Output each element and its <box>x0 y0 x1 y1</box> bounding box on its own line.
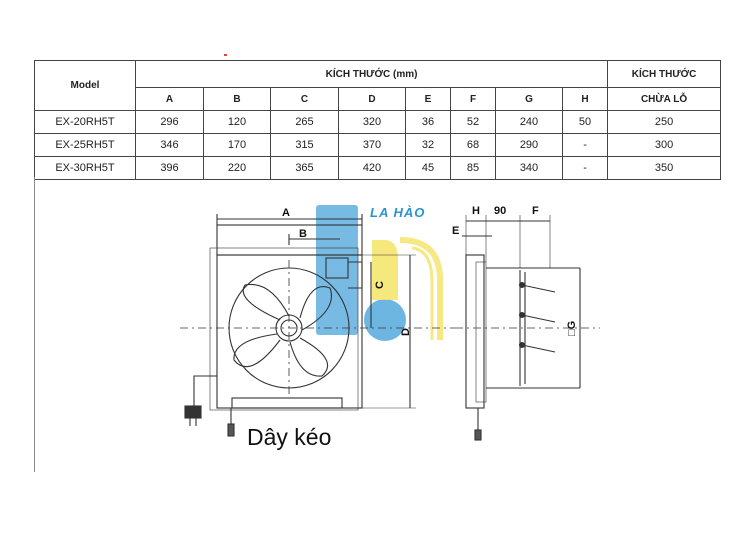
louver-pivot <box>518 281 526 289</box>
label-g: □G <box>566 321 578 336</box>
hole-header-line1: KÍCH THƯỚC <box>607 60 722 88</box>
value-cell: 315 <box>270 133 339 157</box>
switch-box <box>325 257 349 279</box>
label-c: C <box>374 281 386 289</box>
column-header-b: B <box>203 87 271 111</box>
value-cell: - <box>561 156 609 180</box>
label-e: E <box>452 225 459 237</box>
fan-blade <box>299 286 332 331</box>
la-hao-logo <box>316 205 443 341</box>
bottom-bar <box>231 397 343 409</box>
table-row: EX-20RH5T 296 120 265 320 36 52 240 50 2… <box>34 110 722 134</box>
value-cell: 120 <box>203 110 271 134</box>
value-cell: 45 <box>405 156 451 180</box>
drawing-caption: Dây kéo <box>247 424 332 450</box>
value-cell: 85 <box>450 156 496 180</box>
dimensions-table: Model KÍCH THƯỚC (mm) KÍCH THƯỚC A B C D… <box>34 60 722 180</box>
value-cell: 396 <box>135 156 204 180</box>
value-cell: 340 <box>495 156 563 180</box>
value-cell: 320 <box>338 110 406 134</box>
column-header-a: A <box>135 87 204 111</box>
page-border-line <box>34 177 35 472</box>
louver <box>521 344 556 353</box>
fan-blade <box>233 333 281 368</box>
plug <box>184 405 202 419</box>
switch-bracket <box>348 261 363 289</box>
column-header-f: F <box>450 87 496 111</box>
hole-cell: 250 <box>607 110 722 134</box>
value-cell: 36 <box>405 110 451 134</box>
value-cell: 265 <box>270 110 339 134</box>
louver <box>521 284 556 293</box>
dimensions-table-container: Model KÍCH THƯỚC (mm) KÍCH THƯỚC A B C D… <box>34 60 722 180</box>
label-a: A <box>282 207 290 219</box>
side-panel <box>475 261 487 403</box>
value-cell: 365 <box>270 156 339 180</box>
louver-pivot <box>518 341 526 349</box>
value-cell: 52 <box>450 110 496 134</box>
side-pull-knob <box>474 429 482 441</box>
louver <box>521 314 556 323</box>
side-frame <box>465 254 485 409</box>
value-cell: 290 <box>495 133 563 157</box>
column-header-g: G <box>495 87 563 111</box>
label-h: H <box>472 205 480 217</box>
model-cell: EX-20RH5T <box>34 110 136 134</box>
hole-cell: 300 <box>607 133 722 157</box>
red-mark <box>224 54 227 56</box>
table-row: EX-30RH5T 396 220 365 420 45 85 340 - 35… <box>34 156 722 180</box>
watermark-brand: LA HÀO <box>370 205 426 220</box>
louver-pivot <box>518 311 526 319</box>
fan-blade <box>242 283 290 321</box>
pull-knob <box>227 423 235 437</box>
label-90: 90 <box>494 205 506 217</box>
power-cord <box>193 375 217 412</box>
value-cell: 50 <box>561 110 609 134</box>
label-f: F <box>532 205 539 217</box>
hole-header-line2: CHỪA LỖ <box>607 87 722 111</box>
label-b: B <box>299 228 307 240</box>
hole-cell: 350 <box>607 156 722 180</box>
fan-blade <box>289 337 328 377</box>
label-d: D <box>400 328 412 336</box>
front-inner-frame <box>209 247 359 411</box>
dimensions-header: KÍCH THƯỚC (mm) <box>134 60 609 88</box>
